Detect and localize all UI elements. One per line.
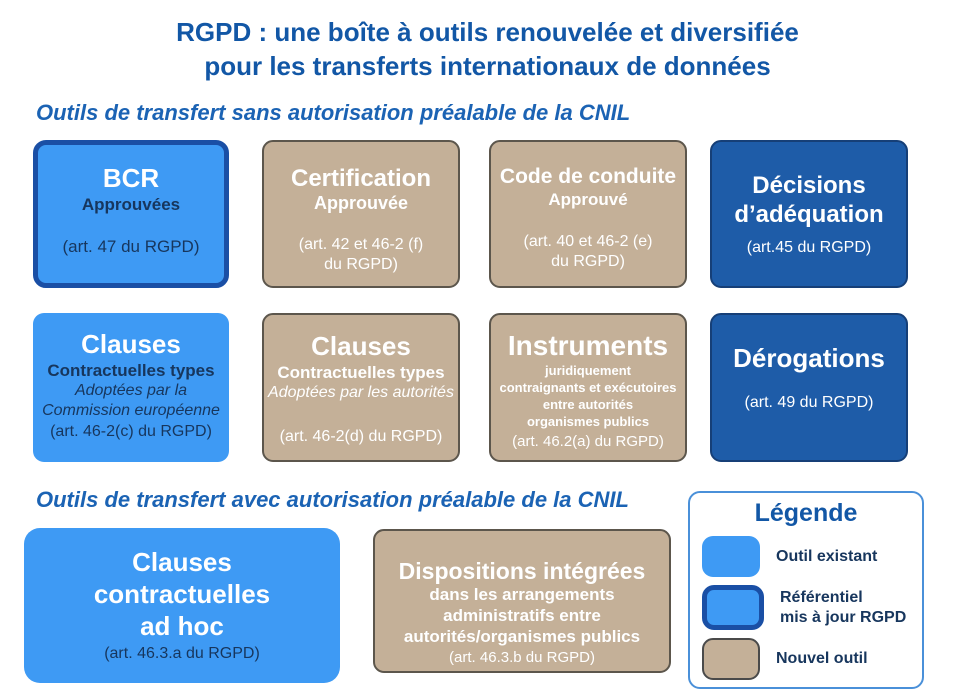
box-title: Certification	[290, 165, 431, 192]
box-subtitle: Approuvé	[548, 189, 628, 209]
legend: Légende Outil existant Référentiel mis à…	[688, 491, 924, 689]
section-heading-avec-autorisation: Outils de transfert avec autorisation pr…	[36, 487, 629, 512]
legend-label: Outil existant	[776, 547, 878, 565]
box-title: Code de conduite	[499, 165, 677, 188]
box-detail: Adoptées par les autorités	[268, 384, 454, 402]
box-subtitle: Contractuelles types	[47, 360, 215, 380]
box-article: (art. 42 et 46-2 (f) du RGPD)	[298, 236, 424, 273]
box-decisions-adequation: Décisions d’adéquation (art.45 du RGPD)	[710, 140, 908, 288]
box-title: Décisions d’adéquation	[734, 171, 884, 229]
section-heading-sans-autorisation: Outils de transfert sans autorisation pr…	[36, 100, 631, 125]
box-title: Clauses	[311, 331, 411, 361]
box-article: (art. 46-2(c) du RGPD)	[50, 423, 212, 441]
box-title: Clauses contractuelles ad hoc	[93, 547, 271, 641]
box-title: Dérogations	[733, 343, 885, 373]
box-article: (art.45 du RGPD)	[746, 238, 872, 256]
box-article: (art. 40 et 46-2 (e) du RGPD)	[523, 233, 653, 270]
box-derogations: Dérogations (art. 49 du RGPD)	[710, 313, 908, 462]
legend-label: Nouvel outil	[776, 650, 868, 668]
box-title: Dispositions intégrées	[398, 558, 646, 584]
box-subtitle: juridiquement contraignants et exécutoir…	[499, 363, 677, 429]
box-clauses-types-commission: Clauses Contractuelles types Adoptées pa…	[33, 313, 229, 462]
page-title: RGPD : une boîte à outils renouvelée et …	[176, 17, 799, 81]
box-instruments-juridiques: Instruments juridiquement contraignants …	[489, 313, 687, 462]
box-subtitle: Approuvée	[313, 193, 409, 214]
box-article: (art. 47 du RGPD)	[62, 237, 200, 257]
legend-swatch-nouvel-outil	[702, 638, 760, 680]
box-title: Clauses	[81, 329, 181, 359]
box-title: BCR	[102, 163, 160, 193]
box-subtitle: Approuvées	[81, 194, 181, 214]
box-title: Instruments	[507, 330, 669, 361]
legend-label: Référentiel mis à jour RGPD	[780, 589, 907, 626]
legend-title: Légende	[754, 499, 858, 527]
box-article: (art. 46.3.b du RGPD)	[449, 649, 595, 667]
box-article: (art. 46.2(a) du RGPD)	[512, 432, 664, 450]
legend-item: Référentiel mis à jour RGPD	[702, 585, 910, 630]
box-clauses-types-autorites: Clauses Contractuelles types Adoptées pa…	[262, 313, 460, 462]
box-code-de-conduite: Code de conduite Approuvé (art. 40 et 46…	[489, 140, 687, 288]
legend-item: Nouvel outil	[702, 638, 910, 680]
box-subtitle: Contractuelles types	[277, 362, 445, 382]
box-certification: Certification Approuvée (art. 42 et 46-2…	[262, 140, 460, 288]
box-article: (art. 46.3.a du RGPD)	[104, 645, 260, 663]
box-bcr: BCR Approuvées (art. 47 du RGPD)	[33, 140, 229, 288]
box-dispositions-integrees: Dispositions intégrées dans les arrangem…	[373, 529, 671, 673]
legend-swatch-referentiel-mis-a-jour	[702, 585, 764, 630]
box-detail: Adoptées par la Commission européenne	[42, 382, 220, 419]
box-clauses-ad-hoc: Clauses contractuelles ad hoc (art. 46.3…	[24, 528, 340, 683]
box-subtitle: dans les arrangements administratifs ent…	[403, 585, 641, 646]
legend-item: Outil existant	[702, 536, 910, 577]
box-article: (art. 49 du RGPD)	[744, 393, 874, 411]
legend-swatch-outil-existant	[702, 536, 760, 577]
box-article: (art. 46-2(d) du RGPD)	[279, 427, 443, 445]
